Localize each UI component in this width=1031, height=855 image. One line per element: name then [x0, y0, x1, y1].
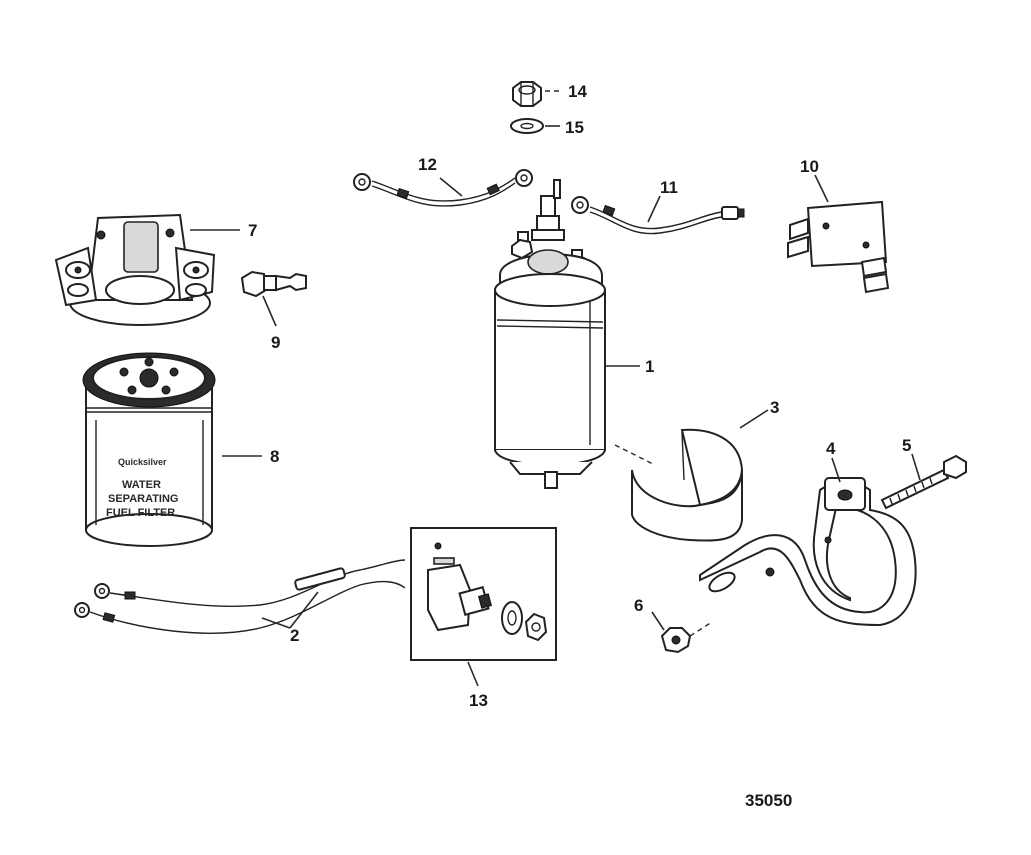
leader-12 [439, 177, 463, 197]
callout-2: 2 [290, 626, 299, 645]
leader-4 [831, 457, 841, 483]
filter-line1-text: WATER [122, 479, 161, 491]
figure-number: 35050 [745, 791, 792, 810]
leader-2a [261, 617, 291, 629]
callout-3: 3 [770, 398, 779, 417]
leader-3-dash [614, 444, 656, 466]
part-7-filter-head [54, 213, 216, 326]
part-10-bracket [787, 200, 890, 294]
leader-5 [911, 453, 921, 481]
part-13-switch-box [410, 527, 557, 661]
callout-1: 1 [645, 357, 654, 376]
callout-6: 6 [634, 596, 643, 615]
part-6-nut [660, 627, 692, 654]
part-11-wire [571, 196, 745, 235]
leader-6-dash [689, 621, 713, 637]
filter-line3-text: FUEL FILTER [106, 507, 175, 519]
leader-11 [647, 195, 661, 223]
callout-13: 13 [469, 691, 488, 710]
callout-10: 10 [800, 157, 819, 176]
part-5-bolt [880, 454, 967, 510]
part-12-wire [353, 169, 533, 207]
callout-5: 5 [902, 436, 911, 455]
leader-10 [814, 174, 829, 203]
callout-4: 4 [826, 439, 836, 458]
part-1-fuel-pump [494, 179, 606, 489]
callout-7: 7 [248, 221, 257, 240]
leader-3 [739, 409, 769, 429]
leader-13 [467, 661, 479, 687]
part-4-bracket [699, 477, 917, 627]
part-14-nut [512, 81, 542, 107]
callout-9: 9 [271, 333, 280, 352]
callout-8: 8 [270, 447, 279, 466]
callout-11: 11 [660, 178, 678, 197]
filter-line2-text: SEPARATING [108, 493, 179, 505]
callout-15: 15 [565, 118, 584, 137]
part-9-fitting [240, 270, 307, 298]
part-15-washer [510, 118, 544, 134]
callout-14: 14 [568, 82, 587, 101]
part-8-fuel-filter: Quicksilver WATER SEPARATING FUEL FILTER [82, 352, 216, 547]
leader-6 [651, 611, 665, 631]
part-2-wires [74, 559, 406, 634]
leader-9 [262, 295, 277, 327]
filter-brand-text: Quicksilver [118, 457, 167, 467]
callout-12: 12 [418, 155, 437, 174]
leader-2b [289, 591, 319, 629]
part-3-sleeve [631, 428, 744, 542]
